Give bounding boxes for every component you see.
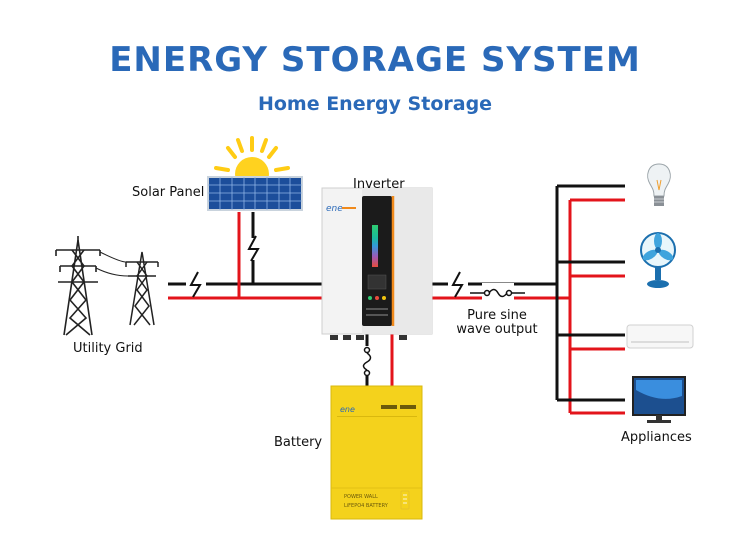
fan-icon (640, 232, 676, 288)
output-label-line1: Pure sine (467, 308, 527, 323)
utility-tower-icon (95, 251, 159, 326)
svg-text:ene: ene (340, 405, 355, 414)
television-icon (632, 376, 686, 423)
grid-switch-icon (186, 271, 206, 298)
battery-label: Battery (274, 435, 323, 450)
solar-panel-icon (207, 176, 303, 211)
light-bulb-icon (647, 163, 671, 206)
battery-fuse-icon (360, 346, 375, 377)
battery-device: ene POWER WALL LiFEPO4 BATTERY (330, 385, 423, 520)
output-label-line2: wave output (456, 322, 538, 337)
svg-text:LiFEPO4 BATTERY: LiFEPO4 BATTERY (344, 503, 389, 509)
utility-grid-label: Utility Grid (73, 341, 143, 356)
page-subtitle: Home Energy Storage (257, 93, 493, 115)
appliances-label: Appliances (621, 430, 692, 445)
utility-tower-icon (55, 236, 101, 336)
air-conditioner-icon (626, 324, 694, 349)
svg-text:POWER WALL: POWER WALL (344, 494, 378, 500)
output-fuse-icon (470, 283, 525, 303)
page-title: ENERGY STORAGE SYSTEM (109, 40, 641, 80)
solar-switch-icon (244, 235, 262, 262)
svg-text:ene: ene (326, 204, 343, 214)
solar-panel-label: Solar Panel (132, 185, 205, 200)
inverter-device (321, 187, 433, 340)
output-switch-icon (448, 271, 468, 298)
inverter-label: Inverter (353, 177, 405, 192)
inverter-logo-icon: ene (326, 204, 356, 214)
